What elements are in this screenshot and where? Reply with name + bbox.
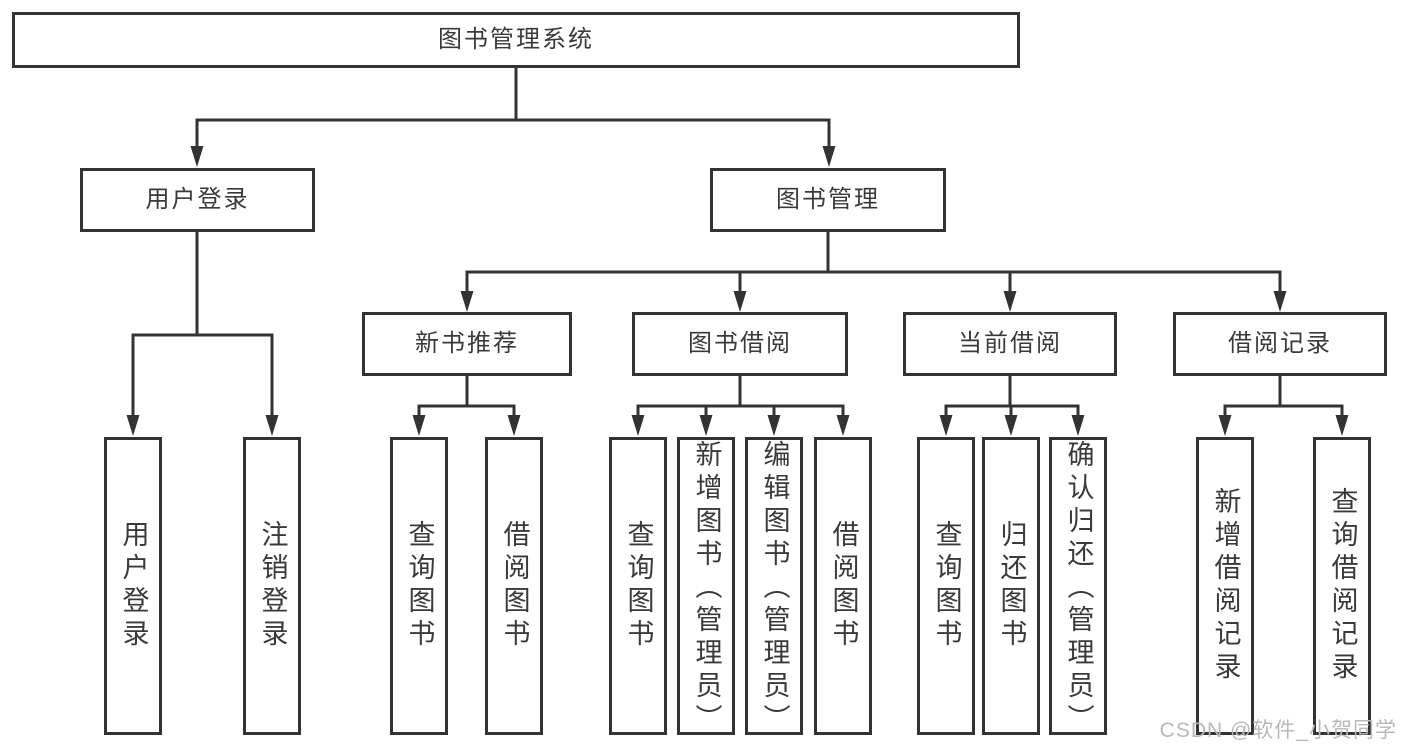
leaf-query-borrow-record: 查询借阅记录 (1313, 437, 1371, 735)
node-book-borrowing: 图书借阅 (632, 312, 848, 376)
node-new-book-recommend: 新书推荐 (362, 312, 572, 376)
leaf-add-book-admin: 新增图书（管理员） (677, 437, 735, 737)
leaf-borrow-books-recommend: 借阅图书 (485, 437, 543, 735)
leaf-query-books-current: 查询图书 (917, 437, 975, 735)
node-user-login-branch: 用户登录 (80, 168, 315, 232)
node-root-title: 图书管理系统 (12, 12, 1020, 68)
leaf-query-books-recommend: 查询图书 (390, 437, 448, 735)
leaf-borrow-books-borrowing: 借阅图书 (814, 437, 872, 735)
node-current-borrowing: 当前借阅 (903, 312, 1117, 376)
leaf-confirm-return-admin: 确认归还（管理员） (1049, 437, 1107, 737)
leaf-user-login: 用户登录 (104, 437, 162, 735)
node-borrowing-records: 借阅记录 (1173, 312, 1387, 376)
node-book-management-branch: 图书管理 (710, 168, 946, 232)
leaf-return-books: 归还图书 (982, 437, 1040, 735)
leaf-edit-book-admin: 编辑图书（管理员） (745, 437, 803, 737)
leaf-logout-login: 注销登录 (243, 437, 301, 735)
csdn-watermark: CSDN @软件_小贺同学 (1159, 719, 1397, 742)
leaf-query-books-borrowing: 查询图书 (609, 437, 667, 735)
leaf-add-borrow-record: 新增借阅记录 (1196, 437, 1254, 735)
